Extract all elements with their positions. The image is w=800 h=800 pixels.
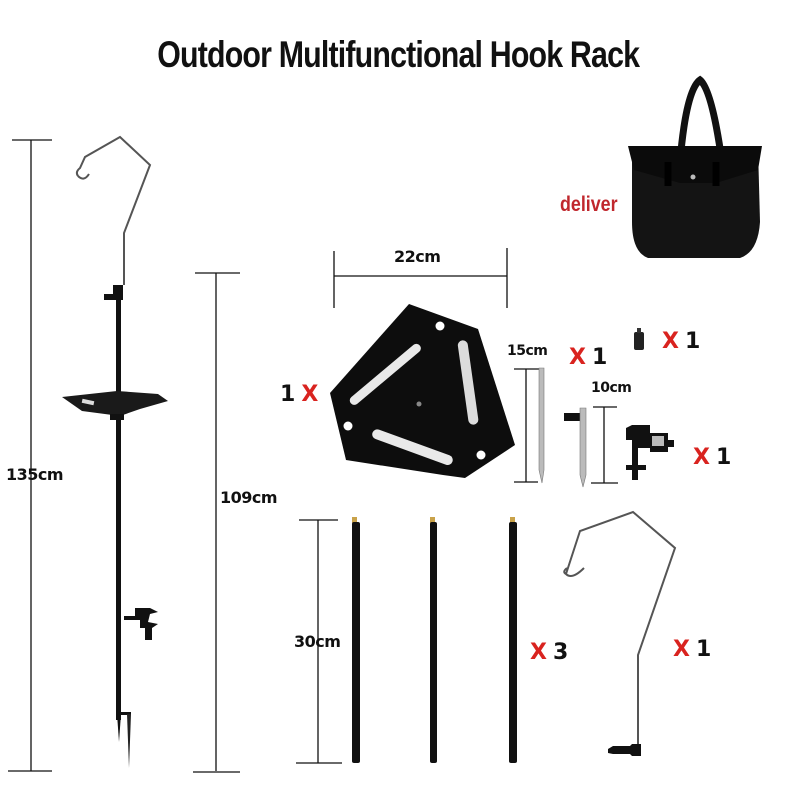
pole-section-label: 30cm xyxy=(294,632,341,651)
poles-quantity-count: 3 xyxy=(552,640,569,665)
tray-width-dimension-line xyxy=(333,248,508,308)
storage-bag-image xyxy=(628,75,762,258)
long-stake-image xyxy=(538,367,545,484)
tray-quantity-count: 1 xyxy=(280,382,296,407)
assembled-rack-image xyxy=(62,135,168,768)
bag-deliver-label: deliver xyxy=(560,193,618,216)
pole-section-images xyxy=(352,517,517,763)
long-stake-dimension-line xyxy=(514,368,539,483)
pole-section-dimension-line xyxy=(296,519,342,764)
multiply-icon: X xyxy=(662,329,679,354)
multiply-icon: X xyxy=(693,445,710,470)
pole-height-label: 109cm xyxy=(220,488,278,507)
hook-quantity-count: 1 xyxy=(695,637,712,662)
stakes-quantity-count: 1 xyxy=(591,345,608,370)
hook-image xyxy=(563,510,677,756)
cap-image xyxy=(634,328,644,350)
cap-quantity-count: 1 xyxy=(684,329,701,354)
short-stake-dimension-line xyxy=(591,406,618,484)
page-title: Outdoor Multifunctional Hook Rack xyxy=(157,34,640,75)
total-height-dimension-line xyxy=(8,139,52,772)
clamp-quantity-count: 1 xyxy=(715,445,732,470)
multiply-icon: X xyxy=(530,640,547,665)
tray-plate-image xyxy=(330,304,515,478)
multiply-icon: X xyxy=(301,382,319,407)
total-height-label: 135cm xyxy=(6,465,64,484)
long-stake-label: 15cm xyxy=(507,343,548,359)
short-stake-image xyxy=(564,407,587,488)
short-stake-label: 10cm xyxy=(591,380,632,396)
clamp-image xyxy=(626,425,674,480)
pole-height-dimension-line xyxy=(193,272,240,773)
multiply-icon: X xyxy=(673,637,690,662)
tray-width-label: 22cm xyxy=(394,247,441,266)
multiply-icon: X xyxy=(569,345,586,370)
